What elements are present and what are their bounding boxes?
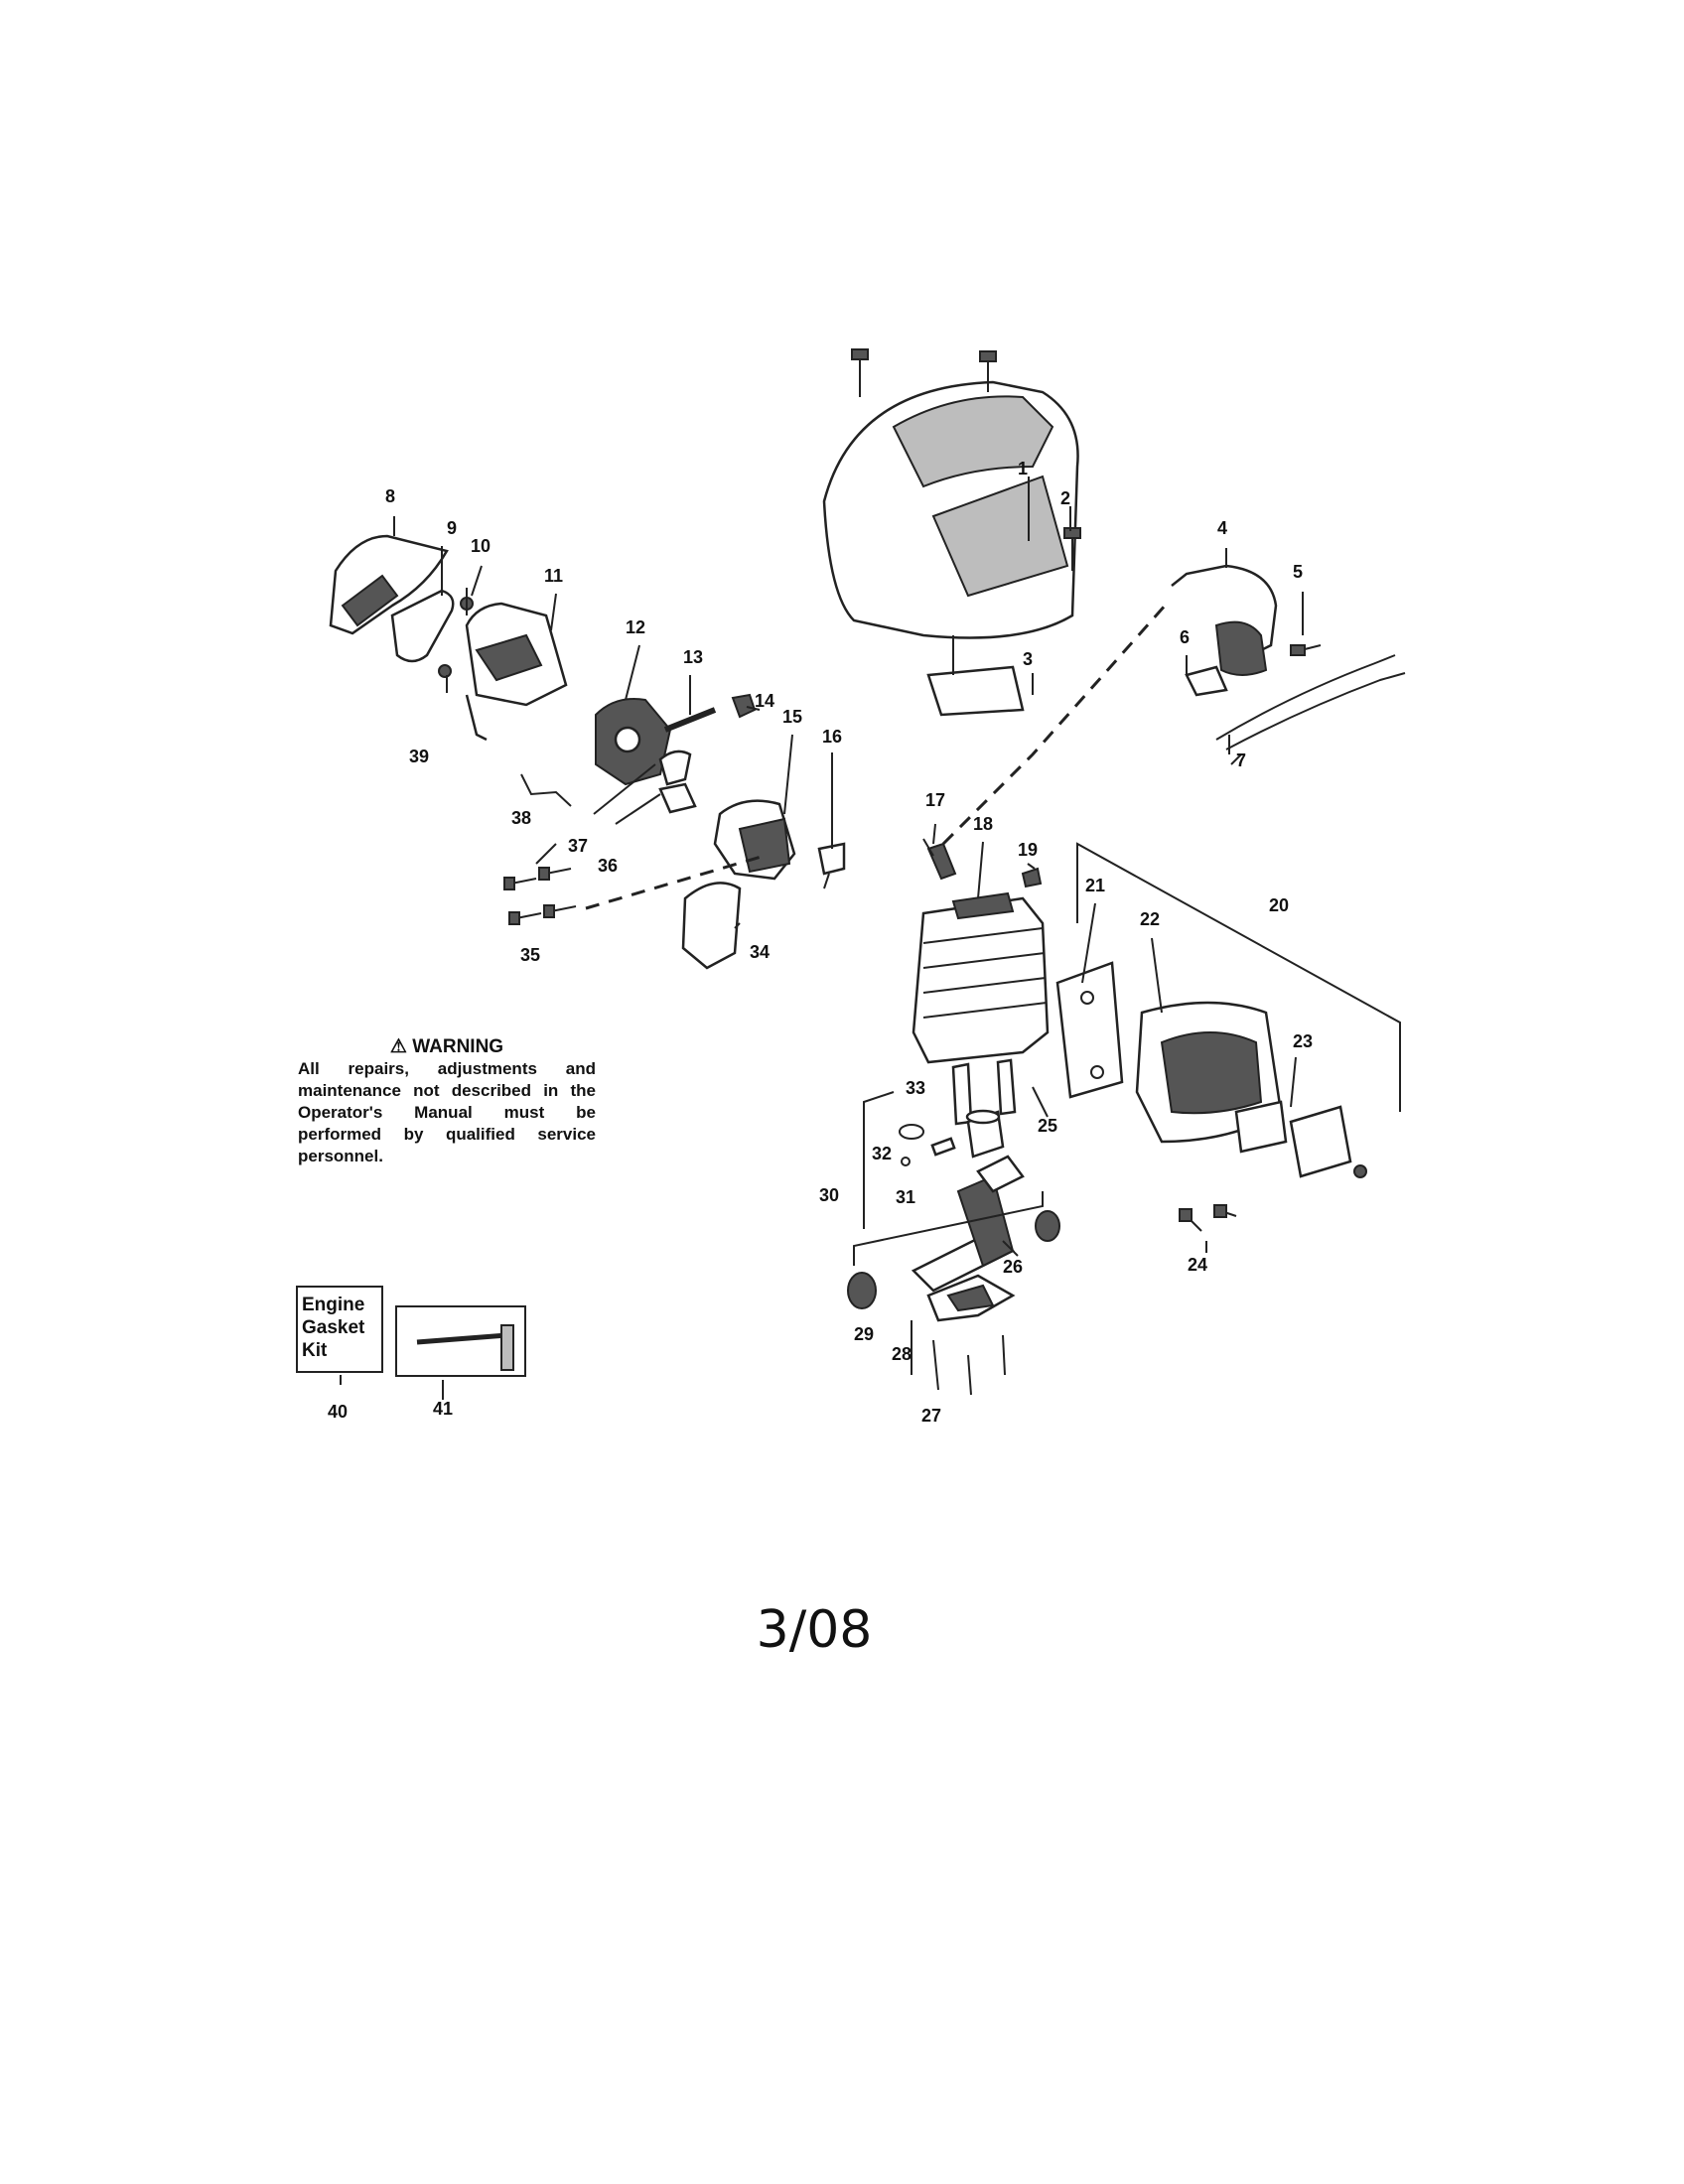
callout-3: 3 bbox=[1023, 649, 1033, 669]
muffler-bracket-line bbox=[1076, 842, 1401, 1112]
throttle-link-part bbox=[520, 773, 572, 807]
filter-base-part bbox=[465, 602, 568, 742]
crankshaft-part bbox=[911, 1155, 1025, 1293]
primer-bulb-part bbox=[817, 842, 846, 889]
warning-body: All repairs, adjustments and maintenance… bbox=[298, 1059, 596, 1165]
callout-10: 10 bbox=[471, 536, 491, 556]
warning-triangle-icon: ⚠ bbox=[389, 1036, 407, 1057]
carb-gasket-part bbox=[658, 750, 697, 814]
callout-40: 40 bbox=[328, 1402, 348, 1422]
callout-21: 21 bbox=[1085, 876, 1105, 895]
callout-6: 6 bbox=[1180, 627, 1190, 647]
callout-23: 23 bbox=[1293, 1031, 1313, 1051]
callout-5: 5 bbox=[1293, 562, 1303, 582]
callout-27: 27 bbox=[921, 1406, 941, 1426]
callout-28: 28 bbox=[892, 1344, 912, 1364]
ignition-module-part bbox=[1171, 564, 1322, 697]
wire-harness-part bbox=[1215, 654, 1406, 765]
air-filter-cover-part bbox=[329, 534, 449, 635]
callout-leaders bbox=[340, 477, 1304, 1400]
callout-36: 36 bbox=[598, 856, 618, 876]
cover-screws bbox=[851, 348, 1081, 571]
heat-shield-part bbox=[926, 635, 1025, 717]
callout-38: 38 bbox=[511, 808, 531, 828]
intake-boot-part bbox=[681, 882, 742, 970]
callout-35: 35 bbox=[520, 945, 540, 965]
assembly-dashline-sparkplug bbox=[941, 603, 1169, 846]
piston-part bbox=[965, 1109, 1005, 1159]
choke-knob-part bbox=[731, 693, 757, 719]
callout-13: 13 bbox=[683, 647, 703, 667]
callout-19: 19 bbox=[1018, 840, 1038, 860]
callout-31: 31 bbox=[896, 1187, 915, 1207]
crank-bracket-line bbox=[853, 1191, 1044, 1266]
callout-1: 1 bbox=[1018, 459, 1028, 478]
kit-label: Engine Gasket Kit bbox=[302, 1295, 365, 1361]
callout-12: 12 bbox=[626, 617, 645, 637]
crankcase-part bbox=[926, 1274, 1016, 1322]
callout-2: 2 bbox=[1060, 488, 1070, 508]
callout-4: 4 bbox=[1217, 518, 1227, 538]
callout-16: 16 bbox=[822, 727, 842, 747]
callout-numbers: 1 2 3 4 5 6 7 8 9 10 11 12 13 14 15 16 1… bbox=[328, 459, 1313, 1426]
air-filter-part bbox=[390, 589, 455, 663]
callout-33: 33 bbox=[906, 1078, 925, 1098]
cylinder-clip-part bbox=[1021, 867, 1043, 888]
t-wrench-icon bbox=[416, 1324, 514, 1371]
muffler-bolts bbox=[1179, 1204, 1237, 1232]
callout-14: 14 bbox=[755, 691, 774, 711]
callout-11: 11 bbox=[544, 566, 563, 586]
callout-17: 17 bbox=[925, 790, 945, 810]
engine-gasket-kit-box: Engine Gasket Kit bbox=[296, 1286, 383, 1373]
crankcase-bolts bbox=[932, 1334, 1006, 1396]
callout-20: 20 bbox=[1269, 895, 1289, 915]
callout-37: 37 bbox=[568, 836, 588, 856]
callout-9: 9 bbox=[447, 518, 457, 538]
spark-plug-part bbox=[922, 838, 957, 881]
throttle-rod-part bbox=[663, 707, 717, 733]
callout-15: 15 bbox=[782, 707, 802, 727]
cylinder-part bbox=[912, 891, 1050, 1064]
warning-notice: ⚠ WARNING All repairs, adjustments and m… bbox=[298, 1036, 596, 1167]
spark-arrestor-part bbox=[1234, 1100, 1367, 1178]
warning-title: ⚠ WARNING bbox=[298, 1036, 596, 1058]
callout-41: 41 bbox=[433, 1399, 453, 1419]
muffler-gasket-part bbox=[1055, 961, 1124, 1099]
callout-7: 7 bbox=[1236, 751, 1246, 770]
warning-title-text: WARNING bbox=[412, 1036, 504, 1057]
callout-29: 29 bbox=[854, 1324, 874, 1344]
oil-seal-part bbox=[847, 1210, 1060, 1309]
t-wrench-tool-box bbox=[395, 1305, 526, 1377]
callout-25: 25 bbox=[1038, 1116, 1057, 1136]
callout-34: 34 bbox=[750, 942, 770, 962]
callout-39: 39 bbox=[409, 747, 429, 766]
callout-18: 18 bbox=[973, 814, 993, 834]
callout-24: 24 bbox=[1188, 1255, 1207, 1275]
callout-22: 22 bbox=[1140, 909, 1160, 929]
piston-pin-part bbox=[899, 1124, 956, 1166]
callout-26: 26 bbox=[1003, 1257, 1023, 1277]
piston-bracket-line bbox=[863, 1091, 895, 1229]
callout-30: 30 bbox=[819, 1185, 839, 1205]
small-nuts bbox=[438, 588, 474, 678]
intake-bolts bbox=[503, 867, 577, 925]
top-cover-part bbox=[822, 380, 1079, 639]
callout-8: 8 bbox=[385, 486, 395, 506]
callout-32: 32 bbox=[872, 1144, 892, 1163]
carburetor-part bbox=[595, 698, 672, 786]
assembly-dashline-intake bbox=[585, 854, 766, 910]
revision-date: 3/08 bbox=[756, 1600, 873, 1660]
